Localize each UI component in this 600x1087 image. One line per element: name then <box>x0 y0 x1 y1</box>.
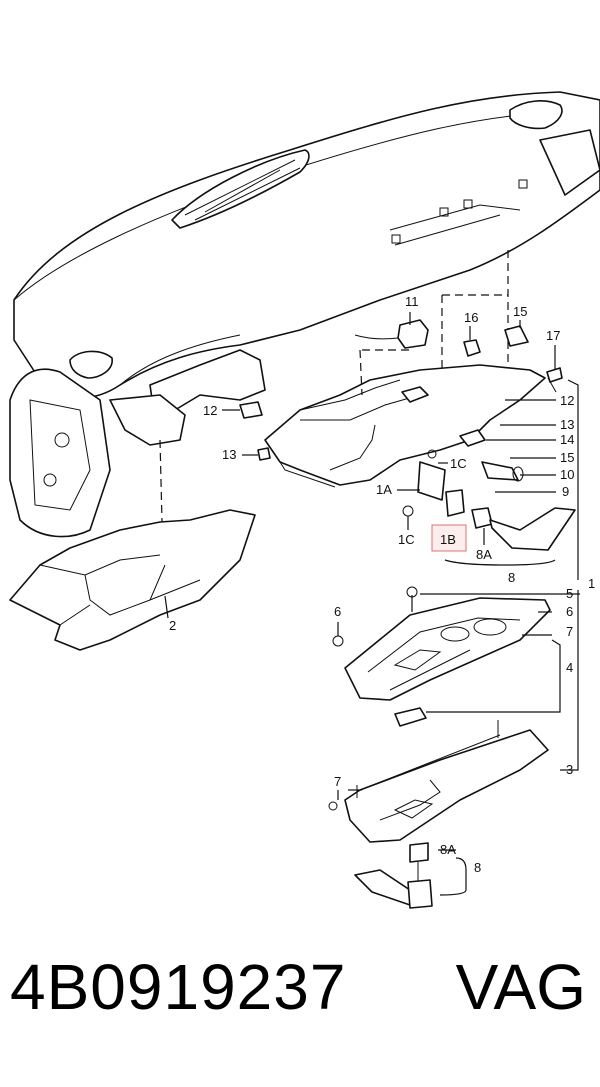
footer: 4B0919237 VAG <box>0 950 600 1060</box>
label-13-right: 13 <box>560 417 574 432</box>
label-2: 2 <box>169 618 176 633</box>
label-11: 11 <box>405 294 419 309</box>
label-8A-top: 8A <box>476 547 492 562</box>
label-8-top: 8 <box>508 570 515 585</box>
dashboard-outline <box>9 91 600 538</box>
brand-name: VAG <box>455 951 586 1023</box>
label-4: 4 <box>566 660 573 675</box>
small-parts <box>239 319 576 552</box>
label-15: 15 <box>513 304 527 319</box>
label-7-right: 7 <box>566 624 573 639</box>
part-number: 4B0919237 <box>10 951 347 1023</box>
label-8A-bottom: 8A <box>440 842 456 857</box>
label-5: 5 <box>566 586 573 601</box>
label-3: 3 <box>566 762 573 777</box>
label-1C-bottom: 1C <box>398 532 415 547</box>
label-1B: 1B <box>440 532 456 547</box>
label-6-right: 6 <box>566 604 573 619</box>
part-4-cupholder-cover <box>332 586 551 727</box>
part-3-glovebox-lid <box>328 720 549 843</box>
label-12-left: 12 <box>203 403 217 418</box>
label-12-right: 12 <box>560 393 574 408</box>
label-14: 14 <box>560 432 574 447</box>
label-13-left: 13 <box>222 447 236 462</box>
label-1C-top: 1C <box>450 456 467 471</box>
part-8-latch-lower <box>354 842 433 909</box>
leader-lines <box>222 312 580 896</box>
part-2-lower-trim <box>9 439 256 651</box>
glovebox-housing <box>264 250 546 488</box>
callout-labels: 11 15 16 17 12 13 12 13 14 15 10 9 1C 1A… <box>169 294 595 875</box>
label-1: 1 <box>588 576 595 591</box>
label-10: 10 <box>560 467 574 482</box>
label-6-left: 6 <box>334 604 341 619</box>
label-17: 17 <box>546 328 560 343</box>
label-15-right: 15 <box>560 450 574 465</box>
label-8-bottom: 8 <box>474 860 481 875</box>
label-7-left: 7 <box>334 774 341 789</box>
label-9: 9 <box>562 484 569 499</box>
exploded-parts-diagram: 11 15 16 17 12 13 12 13 14 15 10 9 1C 1A… <box>9 91 600 909</box>
label-16: 16 <box>464 310 478 325</box>
highlight-1B <box>431 524 467 552</box>
label-1A: 1A <box>376 482 392 497</box>
